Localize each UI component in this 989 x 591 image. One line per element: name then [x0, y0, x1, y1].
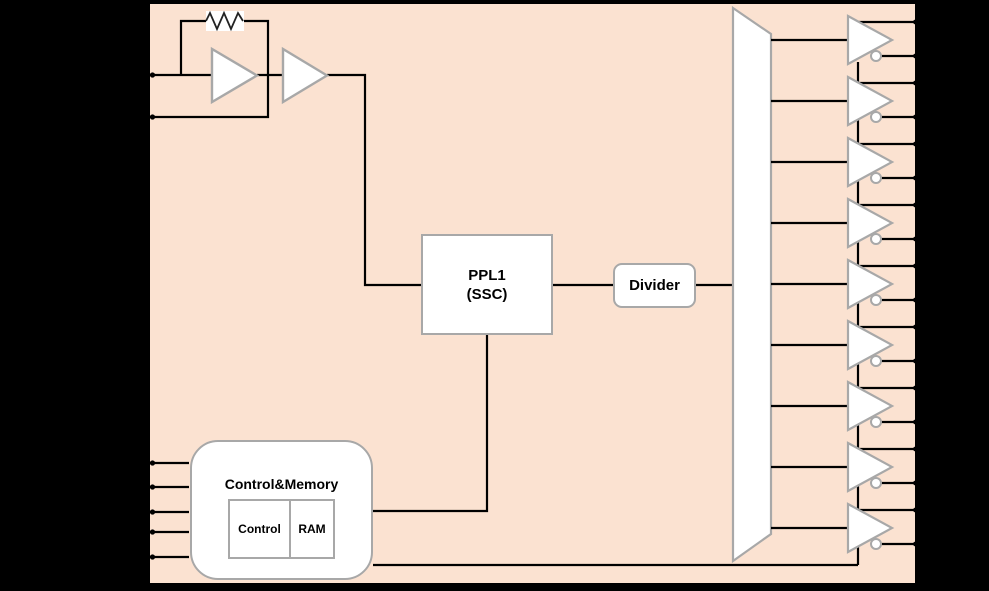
control-memory-block: Control&Memory Control RAM [190, 440, 373, 580]
pll-label-line1: PPL1 [468, 266, 506, 284]
control-memory-title: Control&Memory [224, 476, 339, 492]
control-memory-inner: Control RAM [228, 499, 335, 559]
control-sub-label: Control [238, 522, 281, 536]
ram-sub-block: RAM [289, 499, 335, 559]
ram-sub-label: RAM [298, 522, 326, 536]
divider-label: Divider [629, 277, 680, 294]
pll-block: PPL1 (SSC) [421, 234, 553, 335]
control-sub-block: Control [228, 499, 291, 559]
pll-label-line2: (SSC) [466, 285, 508, 303]
divider-block: Divider [613, 263, 696, 308]
